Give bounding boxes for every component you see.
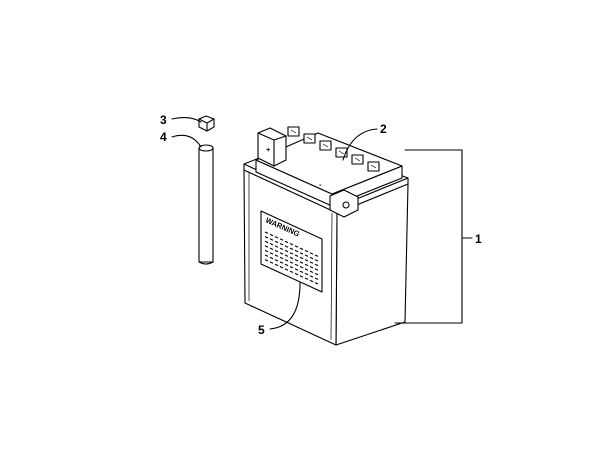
callout-3: 3	[160, 113, 167, 127]
callout-1: 1	[475, 232, 482, 246]
plus-mark: -	[319, 180, 322, 189]
callout-4-leader	[171, 134, 202, 148]
tube-clamp	[198, 115, 215, 132]
vent-tube	[198, 144, 214, 265]
callout-4: 4	[160, 130, 167, 144]
callout-2: 2	[380, 122, 387, 136]
minus-mark: +	[266, 145, 271, 154]
callout-5: 5	[258, 323, 265, 337]
callout-3-leader	[171, 116, 202, 123]
cell-caps	[287, 126, 380, 172]
warning-label-fine-print	[264, 231, 319, 285]
battery-lid: + -	[255, 126, 403, 218]
warning-label: WARNING	[260, 210, 323, 293]
callout-2-leader	[342, 128, 378, 161]
callout-1-bracket	[394, 149, 473, 324]
callout-5-leader	[269, 282, 301, 330]
